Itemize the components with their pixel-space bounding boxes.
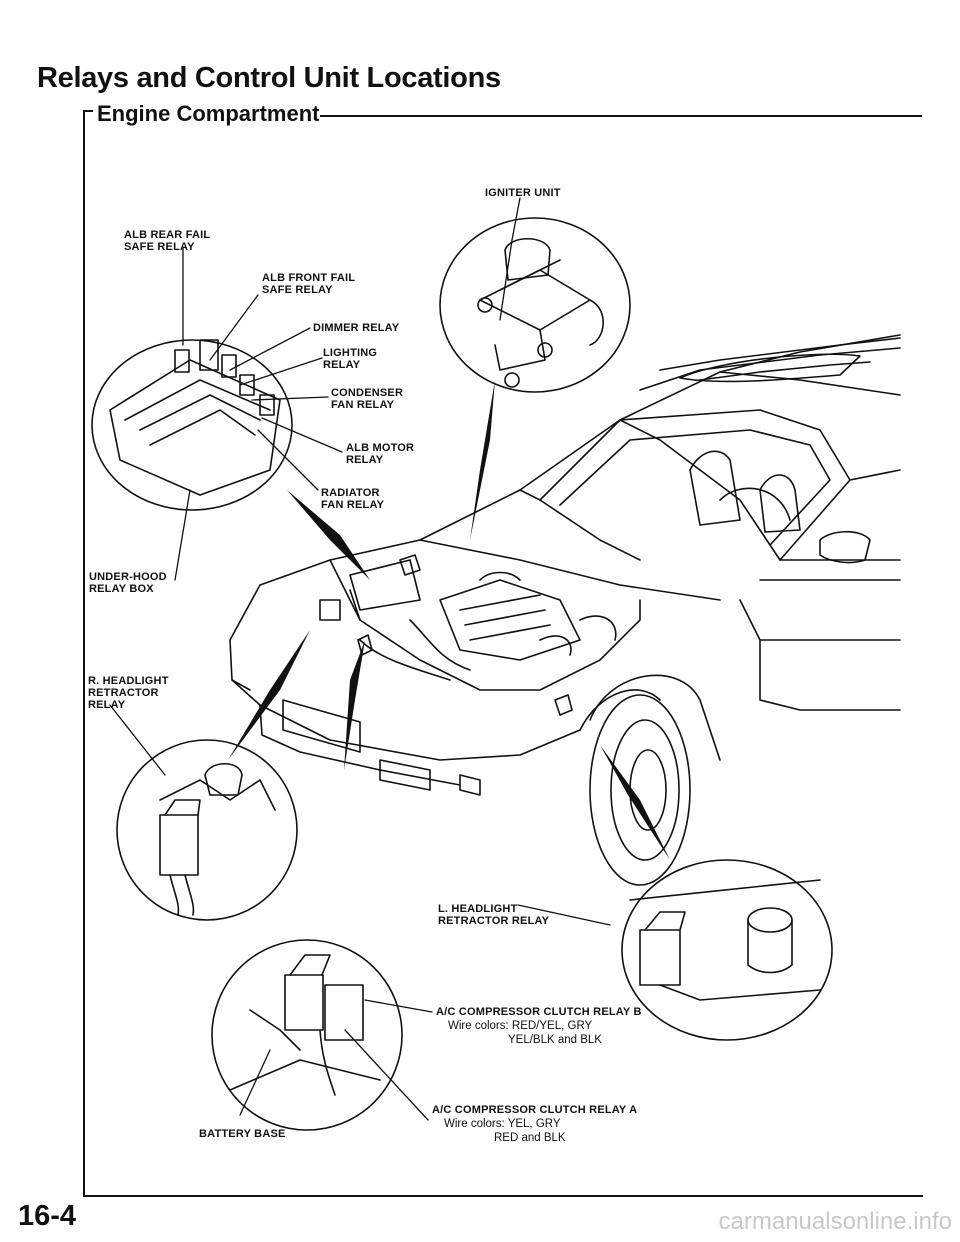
- condenser-fan-relay-label: CONDENSER FAN RELAY: [331, 387, 403, 411]
- label-line: RELAY: [88, 699, 126, 711]
- callout-wedges: [228, 380, 670, 860]
- lighting-relay-label: LIGHTING RELAY: [323, 347, 377, 371]
- igniter-unit-label: IGNITER UNIT: [485, 187, 561, 199]
- label-line: ALB FRONT FAIL: [262, 272, 356, 284]
- alb-front-fail-safe-relay-label: ALB FRONT FAIL SAFE RELAY: [262, 272, 355, 296]
- section-corner: [83, 110, 93, 112]
- label-line: L. HEADLIGHT: [438, 903, 518, 915]
- ac-relay-b-label: A/C COMPRESSOR CLUTCH RELAY B: [436, 1006, 642, 1018]
- page-title: Relays and Control Unit Locations: [37, 62, 501, 94]
- battery-base-label: BATTERY BASE: [199, 1128, 286, 1140]
- dimmer-relay-label: DIMMER RELAY: [313, 322, 400, 334]
- label-line: ALB MOTOR: [346, 442, 415, 454]
- label-line: RELAY BOX: [89, 583, 154, 595]
- label-line: R. HEADLIGHT: [88, 675, 169, 687]
- wire-line: RED and BLK: [494, 1132, 566, 1144]
- wire-line: Wire colors: RED/YEL, GRY: [448, 1020, 593, 1032]
- detail-circle-r-headlight: [116, 739, 298, 921]
- label-line: RADIATOR: [321, 487, 380, 499]
- ac-relay-a-wire-colors: Wire colors: YEL, GRY RED and BLK: [434, 1117, 566, 1145]
- radiator-fan-relay-label: RADIATOR FAN RELAY: [321, 487, 384, 511]
- section-title: Engine Compartment: [97, 101, 320, 126]
- label-line: FAN RELAY: [321, 499, 385, 511]
- ac-relay-b-wire-colors: Wire colors: RED/YEL, GRY YEL/BLK and BL…: [438, 1019, 602, 1047]
- label-line: LIGHTING: [323, 347, 378, 359]
- label-line: FAN RELAY: [331, 399, 395, 411]
- label-line: RELAY: [323, 359, 361, 371]
- detail-circle-relay-box: [91, 339, 293, 511]
- label-line: ALB REAR FAIL: [124, 229, 211, 241]
- label-line: RETRACTOR RELAY: [438, 915, 550, 927]
- wire-line: YEL/BLK and BLK: [508, 1034, 602, 1046]
- label-line: UNDER-HOOD: [89, 571, 167, 583]
- detail-circle-l-headlight: [621, 859, 833, 1041]
- label-line: RELAY: [346, 454, 384, 466]
- alb-rear-fail-safe-relay-label: ALB REAR FAIL SAFE RELAY: [124, 229, 210, 253]
- detail-circle-battery-base: [211, 939, 403, 1131]
- r-headlight-retractor-relay-label: R. HEADLIGHT RETRACTOR RELAY: [88, 675, 169, 711]
- leader-lines: [109, 197, 611, 1121]
- label-line: SAFE RELAY: [124, 241, 195, 253]
- page-number: 16-4: [18, 1200, 77, 1232]
- frame-bottom-rule: [83, 1195, 923, 1197]
- l-headlight-retractor-relay-label: L. HEADLIGHT RETRACTOR RELAY: [438, 903, 549, 927]
- detail-circle-igniter: [439, 217, 631, 393]
- watermark: carmanualsonline.info: [718, 1208, 952, 1235]
- label-line: SAFE RELAY: [262, 284, 333, 296]
- wire-line: Wire colors: YEL, GRY: [444, 1118, 561, 1130]
- under-hood-relay-box-label: UNDER-HOOD RELAY BOX: [89, 571, 167, 595]
- car-body-drawing: [229, 334, 901, 886]
- section-rule: [320, 115, 922, 117]
- label-line: CONDENSER: [331, 387, 404, 399]
- alb-motor-relay-label: ALB MOTOR RELAY: [346, 442, 414, 466]
- frame-left-rule: [83, 110, 85, 1195]
- label-line: RETRACTOR: [88, 687, 159, 699]
- ac-relay-a-label: A/C COMPRESSOR CLUTCH RELAY A: [432, 1104, 638, 1116]
